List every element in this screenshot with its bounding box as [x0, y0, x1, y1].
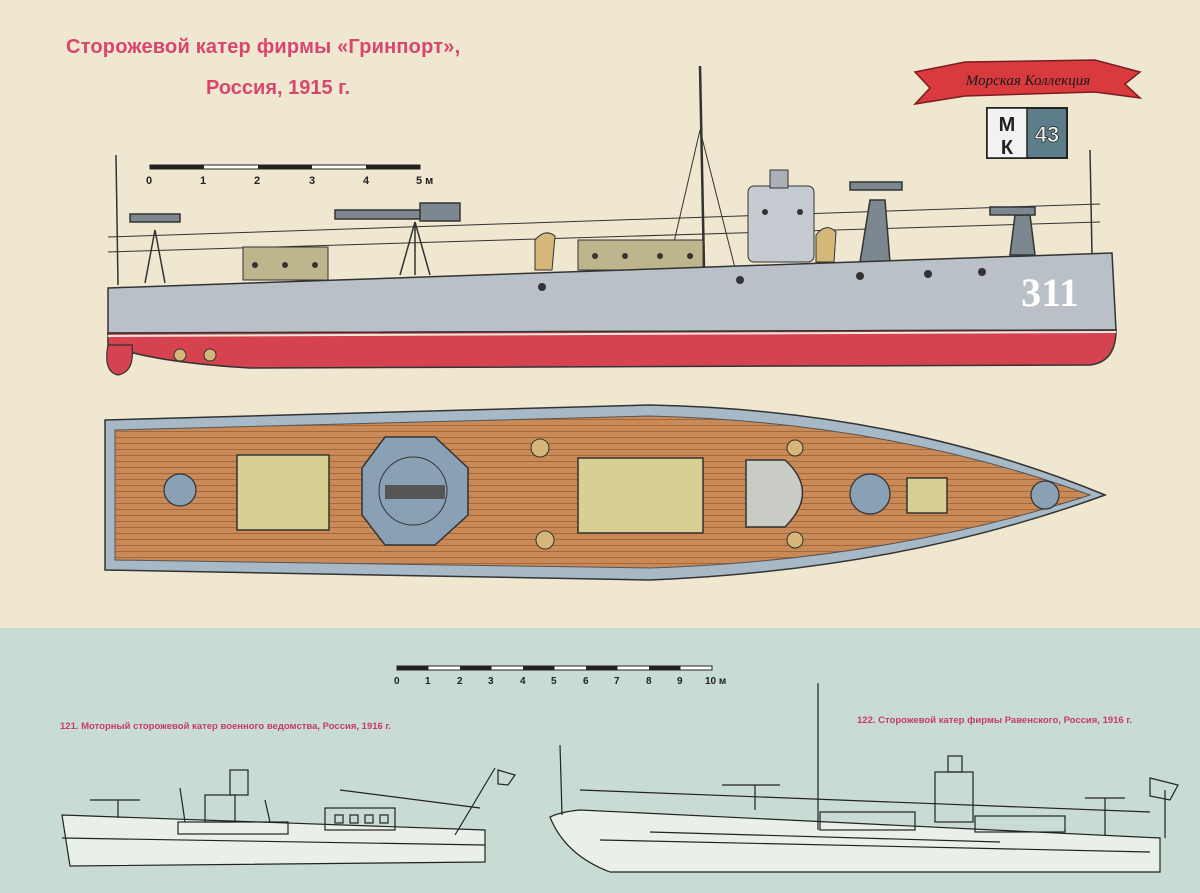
bottom-scale-bar: 0 1 2 3 4 5 6 7 8 9 10 м [394, 665, 726, 687]
scale-tick: 7 [614, 676, 620, 687]
hull-number: 311 [1021, 270, 1079, 315]
title-line-1: Сторожевой катер фирмы «Гринпорт», [66, 36, 461, 58]
logo-letter-m: М [999, 114, 1016, 136]
logo-issue-number: 43 [1035, 122, 1059, 147]
scale-tick: 1 [425, 676, 431, 687]
scale-tick: 9 [677, 676, 683, 687]
scale-tick: 3 [488, 676, 494, 687]
publication-logo: Морская Коллекция М К 43 [912, 59, 1143, 159]
caption-boat-122: 122. Сторожевой катер фирмы Равенского, … [857, 715, 1133, 726]
scale-tick: 4 [363, 175, 370, 187]
logo-ribbon-text: Морская Коллекция [965, 73, 1090, 89]
top-scale-bar: 0 1 2 3 4 5 м [146, 164, 433, 187]
scale-tick: 6 [583, 676, 589, 687]
scale-tick: 0 [146, 175, 152, 187]
boat-top-view [104, 404, 1108, 581]
scale-tick: 10 м [705, 676, 726, 687]
caption-boat-121: 121. Моторный сторожевой катер военного … [60, 721, 392, 732]
scale-tick: 8 [646, 676, 652, 687]
boat-side-view: 311 [106, 65, 1117, 376]
scale-tick: 5 [551, 676, 557, 687]
logo-letter-k: К [1001, 137, 1014, 159]
boat-121-outline [61, 767, 516, 867]
scale-tick: 2 [254, 175, 260, 187]
scale-tick: 4 [520, 676, 526, 687]
scale-tick: 1 [200, 175, 206, 187]
scale-tick: 3 [309, 175, 315, 187]
boat-122-outline [549, 683, 1179, 873]
title-line-2: Россия, 1915 г. [206, 77, 351, 99]
scale-tick: 0 [394, 676, 400, 687]
scale-tick: 5 м [416, 175, 433, 187]
scale-tick: 2 [457, 676, 463, 687]
